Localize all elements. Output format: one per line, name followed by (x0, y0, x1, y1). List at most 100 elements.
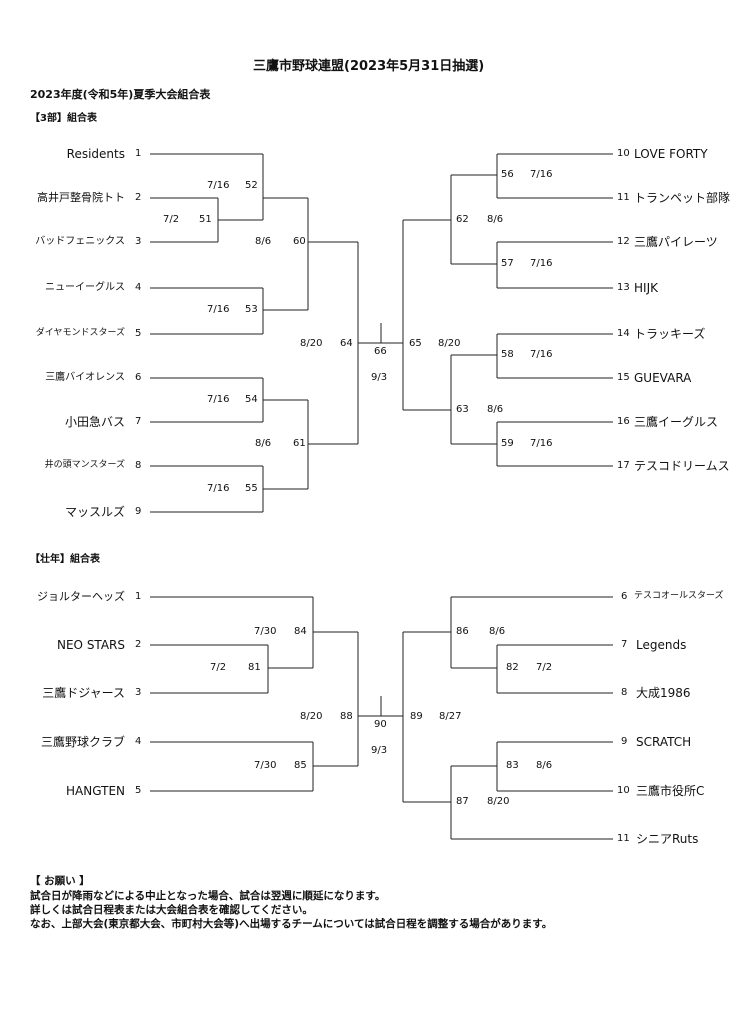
notice-heading: 【 お願い 】 (30, 875, 90, 887)
team-number: 17 (617, 460, 630, 471)
team-number: 11 (617, 833, 630, 844)
game-date: 8/6 (255, 438, 272, 449)
team-name: HANGTEN (66, 784, 125, 798)
game-date: 7/16 (207, 483, 230, 494)
page-title: 三鷹市野球連盟(2023年5月31日抽選) (253, 59, 485, 74)
team-number: 4 (135, 282, 142, 293)
team-number: 8 (621, 687, 628, 698)
team-name: テスコドリームス (634, 459, 730, 473)
team-name: ニューイーグルス (45, 282, 125, 293)
game-number: 51 (199, 214, 212, 225)
game-date: 8/20 (300, 711, 323, 722)
game-date: 7/30 (254, 626, 277, 637)
team-name: 三鷹ドジャース (42, 686, 125, 700)
game-date: 7/30 (254, 760, 277, 771)
team-name: 大成1986 (636, 686, 691, 700)
team-number: 5 (135, 785, 142, 796)
game-number: 61 (293, 438, 306, 449)
team-number: 3 (135, 687, 142, 698)
game-date: 8/27 (439, 711, 462, 722)
final-game-number: 66 (374, 346, 387, 357)
team-name: 小田急バス (64, 415, 125, 429)
game-date: 8/20 (438, 338, 461, 349)
team-name: 三鷹パイレーツ (634, 235, 718, 249)
team-number: 9 (621, 736, 628, 747)
game-number: 65 (409, 338, 422, 349)
game-number: 56 (501, 169, 514, 180)
team-name: 三鷹イーグルス (634, 415, 719, 429)
game-date: 8/6 (536, 760, 553, 771)
notice-line: なお、上部大会(東京都大会、市町村大会等)へ出場するチームについては試合日程を調… (30, 918, 553, 930)
game-date: 7/16 (207, 180, 230, 191)
team-number: 7 (621, 639, 628, 650)
game-date: 7/16 (530, 349, 553, 360)
team-number: 10 (617, 785, 630, 796)
game-number: 60 (293, 236, 306, 247)
team-name: テスコオールスターズ (634, 591, 724, 601)
game-number: 53 (245, 304, 258, 315)
game-date: 8/6 (489, 626, 506, 637)
game-date: 7/2 (210, 662, 227, 673)
game-number: 89 (410, 711, 423, 722)
team-name: 三鷹野球クラブ (40, 735, 125, 749)
team-name: SCRATCH (636, 735, 692, 749)
team-name: ジョルターヘッズ (37, 590, 125, 603)
team-number: 10 (617, 148, 630, 159)
game-date: 7/16 (207, 304, 230, 315)
game-number: 83 (506, 760, 519, 771)
team-number: 11 (617, 192, 630, 203)
team-name: 高井戸整骨院トト (37, 191, 125, 204)
game-date: 7/16 (530, 258, 553, 269)
notice-line: 詳しくは試合日程表または大会組合表を確認してください。 (30, 904, 313, 916)
final-game-date: 9/3 (371, 372, 388, 383)
team-number: 7 (135, 416, 142, 427)
game-number: 59 (501, 438, 514, 449)
team-number: 6 (135, 372, 142, 383)
game-number: 58 (501, 349, 514, 360)
game-number: 82 (506, 662, 519, 673)
page-subtitle: 2023年度(令和5年)夏季大会組合表 (30, 88, 211, 101)
game-date: 8/6 (487, 214, 504, 225)
team-name: GUEVARA (634, 371, 692, 385)
team-number: 9 (135, 506, 142, 517)
section-heading-senior: 【壮年】組合表 (30, 554, 100, 565)
team-number: 4 (135, 736, 142, 747)
game-number: 63 (456, 404, 469, 415)
game-number: 87 (456, 796, 469, 807)
team-number: 12 (617, 236, 630, 247)
notice-line: 試合日が降雨などによる中止となった場合、試合は翌週に順延になります。 (30, 890, 386, 902)
game-date: 8/6 (487, 404, 504, 415)
game-date: 8/20 (300, 338, 323, 349)
game-number: 88 (340, 711, 353, 722)
team-name: バッドフェニックス (35, 236, 125, 247)
team-number: 16 (617, 416, 630, 427)
game-date: 7/2 (536, 662, 553, 673)
game-number: 64 (340, 338, 353, 349)
team-number: 13 (617, 282, 630, 293)
game-date: 7/16 (530, 438, 553, 449)
game-date: 7/16 (207, 394, 230, 405)
team-name: シニアRuts (636, 832, 699, 846)
game-number: 57 (501, 258, 514, 269)
team-name: トラッキーズ (634, 327, 706, 341)
game-number: 52 (245, 180, 258, 191)
game-number: 85 (294, 760, 307, 771)
team-number: 2 (135, 192, 142, 203)
game-number: 54 (245, 394, 258, 405)
team-number: 1 (135, 148, 142, 159)
team-name: マッスルズ (64, 505, 125, 519)
team-name: NEO STARS (57, 638, 125, 652)
team-name: HIJK (634, 281, 658, 295)
game-number: 62 (456, 214, 469, 225)
team-name: 三鷹バイオレンス (45, 372, 125, 383)
team-name: LOVE FORTY (634, 147, 708, 161)
game-number: 55 (245, 483, 258, 494)
team-name: 三鷹市役所C (636, 784, 705, 798)
section-heading-div3: 【3部】組合表 (30, 113, 97, 124)
game-date: 8/6 (255, 236, 272, 247)
game-number: 84 (294, 626, 307, 637)
final-game-number: 90 (374, 719, 387, 730)
team-number: 15 (617, 372, 630, 383)
game-date: 8/20 (487, 796, 510, 807)
